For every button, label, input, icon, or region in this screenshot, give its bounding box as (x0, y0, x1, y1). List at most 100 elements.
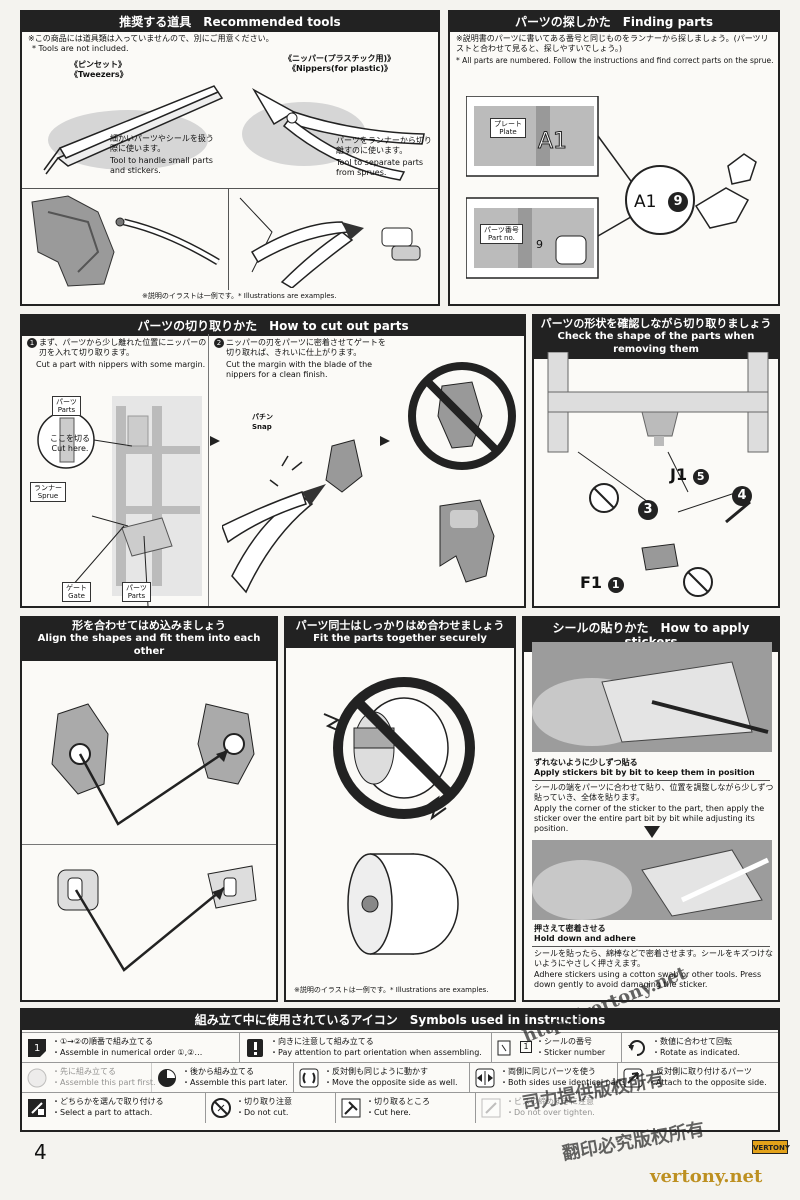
tweezers-illustration (43, 85, 224, 175)
fit-title-en: Fit the parts together securely (313, 633, 487, 644)
secure-fit-illustration (347, 853, 459, 955)
shape-label-f: F1 1 (580, 574, 624, 593)
symbol-rotate: ・数値に合わせて回転 ・Rotate as indicated. (622, 1033, 778, 1063)
assemble-first-icon (27, 1068, 47, 1088)
finding-parts-title: パーツの探しかた Finding parts (450, 12, 778, 32)
symbols-title: 組み立て中に使用されているアイコン Symbols used in instru… (22, 1010, 778, 1030)
do-not-cut-icon (211, 1098, 231, 1118)
sticker-step1-heading-en: Apply stickers bit by bit to keep them i… (534, 768, 755, 777)
step2-text-en: Cut the margin with the blade of the nip… (226, 360, 373, 379)
symbol-cut-here: ・切り取るところ ・Cut here. (336, 1093, 476, 1123)
callout-letter: A1 (634, 192, 657, 212)
step3-number: 3 (643, 502, 653, 517)
symbol-sticker-number: 1 ・シールの番号 ・Sticker number (492, 1033, 622, 1063)
gate-label: ゲート Gate (62, 582, 91, 602)
step1-text-jp: まず、パーツから少し離れた位置にニッパーの刃を入れて切り取ります。 (39, 338, 207, 357)
tweezers-usage-illustration (31, 195, 220, 287)
cut-here-en: Cut here. (51, 444, 89, 453)
step4-badge: 4 (732, 486, 752, 506)
snap-label-en: Snap (252, 423, 272, 431)
tweezers-desc-jp: 細かいパーツやシールを扱う際に使います。 (110, 134, 214, 153)
symbol-assemble-first: ・先に組み立てる ・Assemble this part first. (22, 1063, 156, 1093)
cutting-panel: パーツの切り取りかた How to cut out parts 1 まず、パーツ… (20, 314, 526, 608)
sticker-icon (497, 1040, 511, 1056)
symbol-4-en: ・Rotate as indicated. (652, 1048, 740, 1057)
brand-logo: VERTONY (752, 1140, 790, 1154)
sticker-number-box: 1 (520, 1041, 532, 1053)
check-shape-title: パーツの形状を確認しながら切り取りましょう Check the shape of… (534, 316, 778, 359)
shape-label-f-num: 1 (607, 577, 624, 593)
symbol-attach-opposite: ・反対側に取り付けるパーツ ・Attach to the opposite si… (618, 1063, 778, 1093)
step3-badge: 3 (638, 500, 658, 520)
symbol-3-en: ・Sticker number (536, 1048, 606, 1057)
symbol-2-en: ・Pay attention to part orientation when … (270, 1048, 482, 1057)
sticker-apply-photo (532, 642, 772, 752)
symbol-8-en: ・Both sides use identical parts. (500, 1078, 629, 1087)
fit-footnote: ※説明のイラストは一例です。* Illustrations are exampl… (294, 986, 489, 994)
part-number-label: パーツ番号 Part no. (480, 224, 523, 244)
sticker-step2-heading-en: Hold down and adhere (534, 934, 636, 943)
symbol-5-en: ・Assemble this part first. (52, 1078, 156, 1087)
exclamation-icon (247, 1039, 263, 1057)
assemble-later-icon (158, 1069, 176, 1087)
part-number-on-sprue: 9 (536, 238, 543, 251)
identical-parts-icon (475, 1068, 495, 1088)
plate-code: A1 (537, 129, 568, 154)
snap-label-jp: パチン (252, 413, 273, 421)
check-shape-panel: パーツの形状を確認しながら切り取りましょう Check the shape of… (532, 314, 780, 608)
step1-badge: 1 (27, 338, 37, 348)
symbol-3-jp: ・シールの番号 (536, 1037, 592, 1046)
parts-label-en: Parts (57, 406, 76, 414)
align-shapes-panel: 形を合わせてはめ込みましょう Align the shapes and fit … (20, 616, 278, 1002)
cut-here-icon (341, 1098, 361, 1118)
step2-text-jp: ニッパーの刃をパーツに密着させてゲートを切り取れば、きれいに仕上がります。 (226, 338, 386, 357)
parts-label: パーツ Parts (52, 396, 81, 416)
tweezers-desc-en: Tool to handle small parts and stickers. (110, 156, 213, 175)
symbol-10-en: ・Select a part to attach. (52, 1108, 153, 1117)
prohibited-loose-fit-icon (323, 677, 475, 821)
align-title-jp: 形を合わせてはめ込みましょう (72, 619, 226, 632)
rotate-icon (628, 1040, 645, 1056)
finding-note-en: * All parts are numbered. Follow the ins… (456, 56, 774, 65)
shape-label-f-text: F1 (580, 573, 603, 592)
part-number-label-en: Part no. (488, 234, 515, 242)
fit-securely-panel: パーツ同士はしっかりはめ合わせましょう Fit the parts togeth… (284, 616, 516, 1002)
align-top-illustration (51, 703, 255, 826)
symbol-7-en: ・Move the opposite side as well. (324, 1078, 458, 1087)
cut-here-jp: ここを切る (50, 434, 90, 443)
nippers-desc-en: Tool to separate parts from sprues. (336, 158, 424, 177)
symbol-1-en: ・Assemble in numerical order ①,②… (52, 1048, 203, 1057)
sticker-press-photo (532, 840, 772, 920)
sprue-illustration (466, 96, 757, 279)
symbol-identical-parts: ・両側に同じパーツを使う ・Both sides use identical p… (470, 1063, 629, 1093)
recommended-tools-panel: 推奨する道具 Recommended tools ※この商品には道具類は入ってい… (20, 10, 440, 306)
symbol-10-jp: ・どちらかを選んで取り付ける (52, 1097, 164, 1106)
sprue-label: ランナー Sprue (30, 482, 66, 502)
clean-part-illustration (439, 499, 495, 583)
recommended-tools-title: 推奨する道具 Recommended tools (22, 12, 438, 32)
sticker-step1-text-jp: シールの端をパーツに合わせて貼り、位置を調整しながら少しずつ貼っていき、全体を貼… (534, 783, 774, 802)
step4-number: 4 (737, 488, 747, 503)
shape-label-j-text: J1 (670, 465, 688, 484)
arrow-right-icon (380, 436, 390, 446)
tools-footnote: ※説明のイラストは一例です。* Illustrations are exampl… (142, 292, 337, 300)
cut-here-label: ここを切る Cut here. (50, 434, 90, 454)
sprue-shape-illustration (547, 352, 769, 597)
sticker-step2-text-en: Adhere stickers using a cotton swab or o… (534, 970, 762, 989)
screw-icon (481, 1098, 501, 1118)
symbol-over-tighten: ・ビスの締めすぎに注意 ・Do not over tighten. (476, 1093, 778, 1123)
cutting-title: パーツの切り取りかた How to cut out parts (22, 316, 524, 336)
symbol-2-jp: ・向きに注意して組み立てる (270, 1037, 374, 1046)
nippers-illustration (242, 88, 425, 181)
shape-label-j: J1 5 (670, 466, 709, 485)
fit-title-jp: パーツ同士はしっかりはめ合わせましょう (295, 619, 505, 632)
align-title: 形を合わせてはめ込みましょう Align the shapes and fit … (22, 618, 276, 661)
sticker-step2-heading-jp: 押さえて密着させる (534, 924, 606, 933)
svg-text:1: 1 (34, 1043, 40, 1054)
symbol-11-jp: ・切り取り注意 (236, 1097, 292, 1106)
sticker-step1-text-en: Apply the corner of the sticker to the p… (534, 804, 765, 833)
symbol-13-jp: ・ビスの締めすぎに注意 (506, 1097, 594, 1106)
parts2-label-jp: パーツ (126, 584, 147, 592)
align-bottom-illustration (57, 865, 257, 972)
snap-label: パチン Snap (252, 412, 273, 432)
